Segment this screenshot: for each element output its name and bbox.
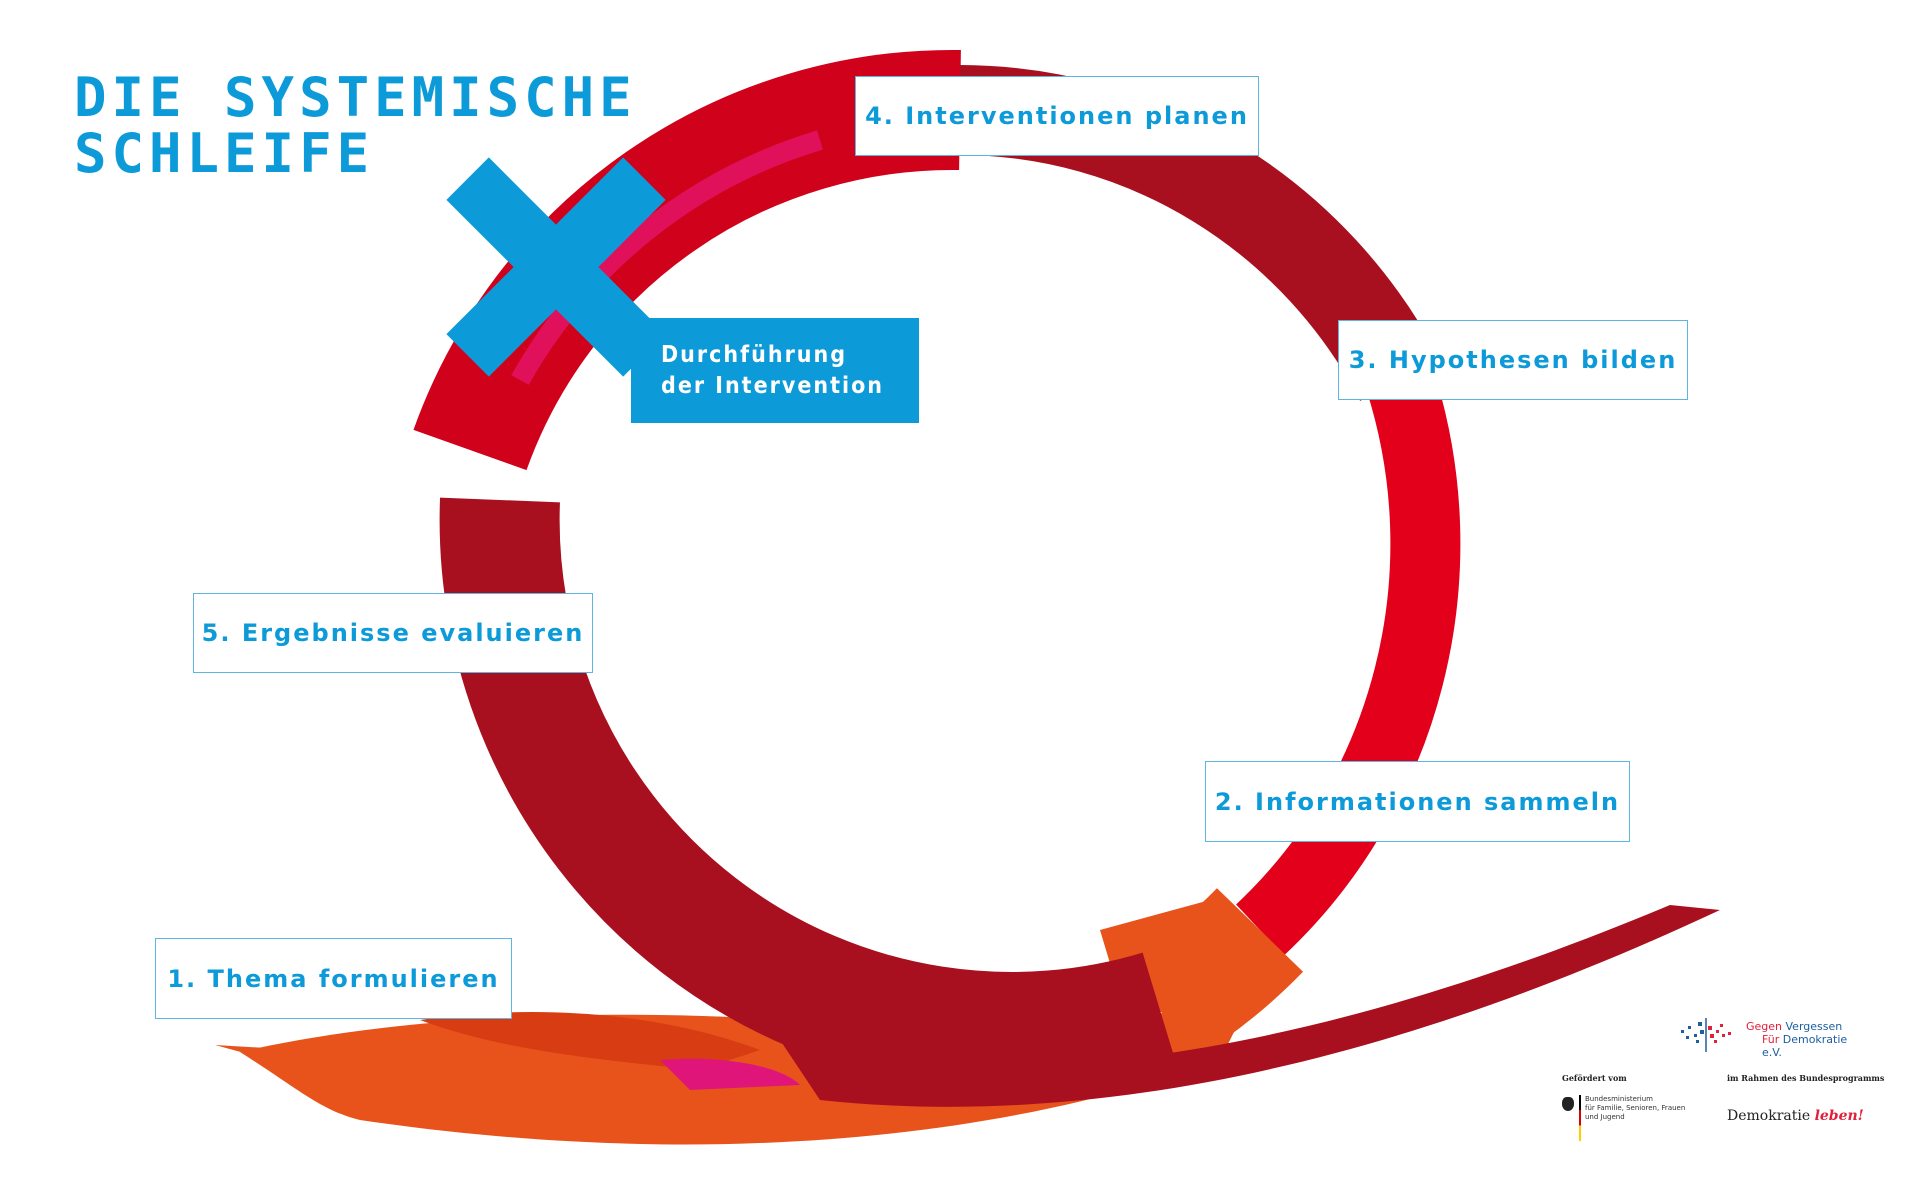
step-2-box: 2. Informationen sammeln <box>1205 761 1630 842</box>
title-line-1: DIE SYSTEMISCHE <box>74 66 637 129</box>
ministry-logo: Bundesministerium für Familie, Senioren,… <box>1562 1095 1722 1145</box>
program-name-leben: leben! <box>1814 1108 1864 1124</box>
eagle-icon <box>1562 1097 1574 1111</box>
ministry-line-1: Bundesministerium <box>1585 1095 1653 1103</box>
program-name-text: Demokratie <box>1727 1108 1811 1124</box>
step-3-box: 3. Hypothesen bilden <box>1338 320 1688 400</box>
execution-box: Durchführung der Intervention <box>631 318 919 423</box>
logo-text-demokratie-ev: Demokratie e.V. <box>1762 1033 1848 1059</box>
dot-cluster-icon <box>1681 1018 1731 1052</box>
step-2-label: 2. Informationen sammeln <box>1214 787 1621 816</box>
step-5-box: 5. Ergebnisse evaluieren <box>193 593 593 673</box>
execution-line-1: Durchführung <box>661 342 848 368</box>
logo-text-fuer: Für <box>1762 1033 1780 1046</box>
title-line-2: SCHLEIFE <box>74 122 375 185</box>
ministry-line-3: und Jugend <box>1585 1113 1625 1121</box>
x-mark-icon <box>446 157 666 377</box>
funded-by-label: Gefördert vom <box>1562 1073 1627 1083</box>
step-1-box: 1. Thema formulieren <box>155 938 512 1019</box>
page-title: DIE SYSTEMISCHE SCHLEIFE <box>74 70 637 182</box>
logo-text-gegen: Gegen <box>1746 1020 1783 1033</box>
red-tail-stroke <box>780 905 1720 1107</box>
ministry-line-2: für Familie, Senioren, Frauen <box>1585 1104 1686 1112</box>
step-3-label: 3. Hypothesen bilden <box>1348 346 1678 374</box>
gegen-vergessen-logo: Gegen Vergessen Für Demokratie e.V. <box>1676 1014 1866 1059</box>
logo-text-vergessen: Vergessen <box>1785 1020 1843 1033</box>
execution-line-2: der Intervention <box>661 373 885 399</box>
demokratie-leben-logo: Demokratie leben! <box>1727 1108 1864 1124</box>
step-4-box: 4. Interventionen planen <box>855 76 1259 156</box>
step-5-label: 5. Ergebnisse evaluieren <box>201 619 585 647</box>
program-intro-label: im Rahmen des Bundesprogramms <box>1727 1073 1885 1083</box>
step-4-label: 4. Interventionen planen <box>865 102 1249 130</box>
step-1-label: 1. Thema formulieren <box>167 964 500 993</box>
flag-bar-icon <box>1579 1095 1581 1141</box>
